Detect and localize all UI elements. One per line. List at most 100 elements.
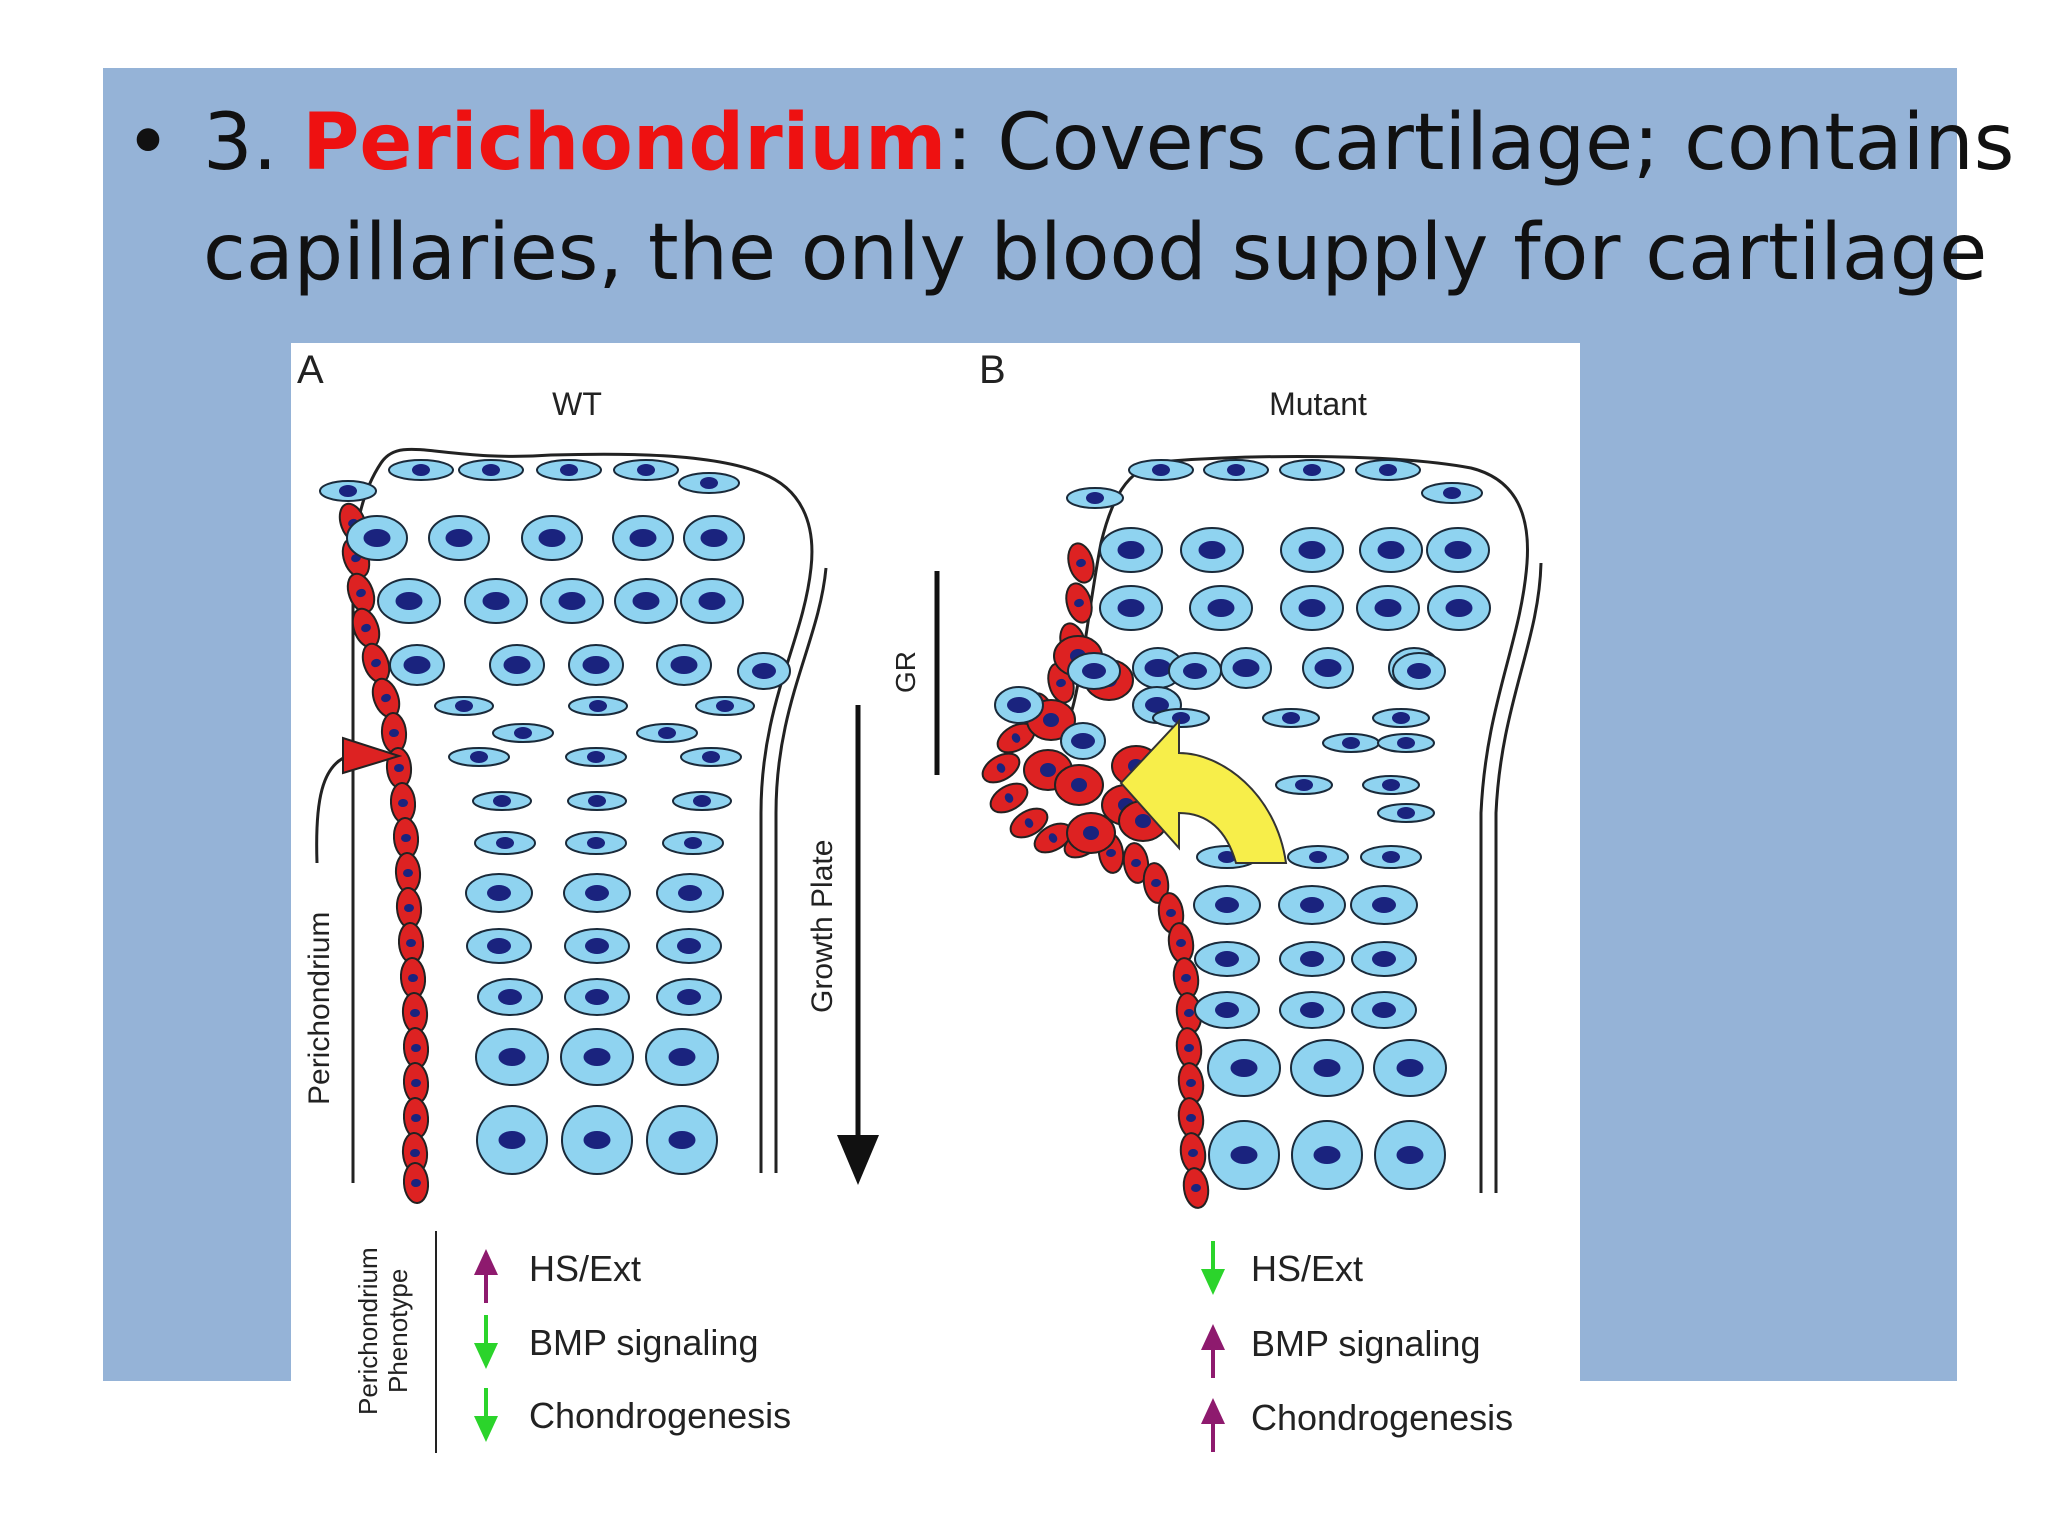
perichondrium-cell	[1167, 922, 1195, 964]
chondrocyte	[656, 873, 724, 913]
chondrocyte	[319, 480, 377, 502]
chondrocyte	[476, 1105, 548, 1175]
chondrocyte	[434, 696, 494, 716]
legend-b-up-arrow-icon	[1201, 1398, 1225, 1452]
chondrocyte	[458, 459, 524, 481]
chondrocyte	[475, 1028, 549, 1086]
growth-plate-figure: A WT B Mutant Perichondrium GR Growth Pl…	[291, 343, 1580, 1493]
chondrocyte	[1168, 652, 1222, 690]
highlight-term: Perichondrium	[302, 98, 947, 188]
chondrocyte	[1372, 708, 1430, 728]
legend-a-label: BMP signaling	[529, 1322, 758, 1363]
growth-plate-arrow-head	[837, 1135, 879, 1185]
chondrocyte	[388, 459, 454, 481]
perichondrium-cell	[1065, 582, 1093, 624]
chondrocyte	[1392, 652, 1446, 690]
legend-a-down-arrow-icon	[474, 1388, 498, 1442]
chondrocyte	[465, 873, 533, 913]
bullet-line-1: 3. Perichondrium: Covers cartilage; cont…	[203, 88, 2014, 198]
chondrocyte	[683, 515, 745, 561]
chondrocyte	[346, 515, 408, 561]
chondrocyte	[472, 791, 532, 811]
chondrocyte	[1350, 885, 1418, 925]
legend-a-up-arrow-icon	[474, 1249, 498, 1303]
panel-a-chondrocytes	[319, 459, 791, 1175]
chondrocyte	[662, 831, 724, 855]
perichondrium-cell	[402, 1062, 430, 1104]
chondrocyte	[1373, 1039, 1447, 1097]
chondrocyte	[1351, 941, 1417, 977]
perichondrium-cell	[989, 782, 1029, 814]
chondrocyte	[1194, 991, 1260, 1029]
legend-b-label: Chondrogenesis	[1251, 1397, 1513, 1438]
chondrocyte	[1377, 733, 1435, 753]
perichondrium-cell	[1182, 1167, 1210, 1209]
legend-b-up-arrow-icon	[1201, 1324, 1225, 1378]
chondrocyte	[568, 696, 628, 716]
chondrocyte	[1099, 527, 1163, 573]
perichondrium-cell	[1054, 764, 1104, 806]
chondrocyte	[1278, 885, 1346, 925]
chondrocyte	[1067, 652, 1121, 690]
gr-label: GR	[890, 651, 921, 693]
bullet-line-2: capillaries, the only blood supply for c…	[203, 208, 1988, 298]
perichondrium-cell	[996, 722, 1036, 754]
chondrocyte	[1099, 585, 1163, 631]
perichondrium-cell	[402, 1027, 430, 1069]
perichondrium-cell	[1122, 842, 1150, 884]
chondrocyte	[1427, 585, 1491, 631]
chondrocyte	[614, 578, 678, 624]
chondrocyte	[1355, 459, 1421, 481]
legend-a-label: Chondrogenesis	[529, 1395, 791, 1436]
chondrocyte	[477, 978, 543, 1016]
chondrocyte	[1362, 775, 1420, 795]
panel-a-bone-outline	[351, 447, 814, 1183]
perichondrium-cell	[401, 992, 429, 1034]
chondrocyte	[1280, 527, 1344, 573]
chondrocyte	[672, 791, 732, 811]
chondrocyte	[1262, 708, 1320, 728]
panel-b-inner-outline	[1494, 562, 1543, 1193]
perichondrium-label: Perichondrium	[303, 912, 336, 1105]
chondrocyte	[1359, 527, 1423, 573]
perichondrium-cell	[361, 642, 391, 684]
chondrocyte	[1279, 459, 1345, 481]
chondrocyte	[1287, 845, 1349, 869]
chondrocyte	[1322, 733, 1380, 753]
chondrocyte	[1193, 885, 1261, 925]
chondrocyte	[521, 515, 583, 561]
chondrocyte	[1152, 708, 1210, 728]
chondrocyte	[1060, 722, 1106, 760]
invasion-arrow	[1119, 718, 1288, 864]
chondrocyte	[1203, 459, 1269, 481]
perichondrium-pointer-line	[315, 753, 352, 864]
panel-b-bone-outline	[1069, 455, 1530, 1193]
chondrocyte	[1290, 1039, 1364, 1097]
chondrocyte	[1208, 1120, 1280, 1190]
chondrocyte	[568, 644, 624, 686]
chondrocyte	[536, 459, 602, 481]
legend-b-down-arrow-icon	[1201, 1241, 1225, 1295]
chondrocyte	[1194, 941, 1260, 977]
panel-b-letter: B	[979, 348, 1006, 392]
perichondrium-cell	[402, 1162, 430, 1204]
perichondrium-pointer-arrow	[342, 736, 403, 775]
chondrocyte	[565, 747, 627, 767]
growth-plate-label: Growth Plate	[806, 840, 839, 1013]
chondrocyte	[474, 831, 536, 855]
chondrocyte	[680, 747, 742, 767]
chondrocyte	[612, 515, 674, 561]
perichondrium-cell	[981, 752, 1021, 784]
chondrocyte	[1279, 991, 1345, 1029]
perichondrium-cell	[1179, 1132, 1207, 1174]
chondrocyte	[994, 686, 1044, 724]
chondrocyte	[636, 723, 698, 743]
perichondrium-cell	[392, 817, 420, 859]
bullet-symbol: •	[125, 98, 172, 188]
chondrocyte	[656, 928, 722, 964]
panel-b-perichondrium-cells	[981, 542, 1210, 1209]
chondrocyte	[1275, 775, 1333, 795]
perichondrium-cell	[401, 1132, 429, 1174]
